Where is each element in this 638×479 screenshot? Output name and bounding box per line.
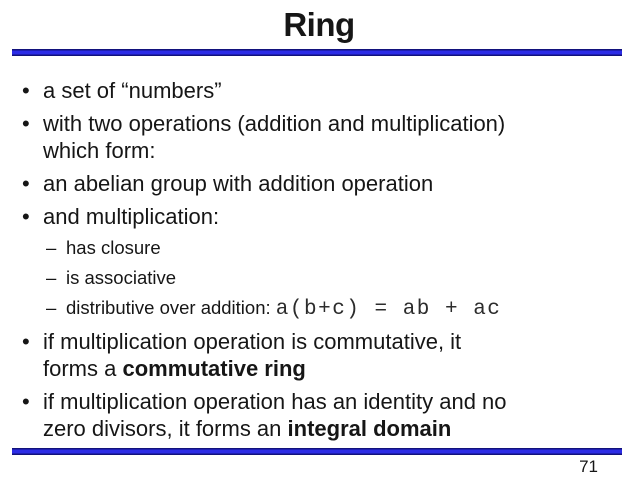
bullet-line: with two operations (addition and multip… xyxy=(43,110,628,137)
bullet-line: which form: xyxy=(43,137,628,164)
bullet-text-segment: integral domain xyxy=(287,416,452,441)
slide-title: Ring xyxy=(283,6,355,43)
bullet-item: • an abelian group with addition operatio… xyxy=(22,170,628,197)
bullet-marker: • xyxy=(22,78,30,103)
bullet-line: has closure xyxy=(66,236,628,259)
bullet-text-segment: a set of “numbers” xyxy=(43,78,222,103)
bullet-line: if multiplication operation is commutati… xyxy=(43,328,628,355)
title-rule xyxy=(12,49,622,56)
dash-marker: – xyxy=(46,297,57,318)
bullet-content: has closure xyxy=(66,236,628,259)
bullet-text-segment: has closure xyxy=(66,237,161,258)
bullet-content: a set of “numbers” xyxy=(43,77,628,104)
bullet-content: is associative xyxy=(66,266,628,289)
bullet-item: –is associative xyxy=(46,266,628,289)
footer-rule xyxy=(12,448,622,455)
bullet-item: • if multiplication operation has an iden… xyxy=(22,388,628,442)
bullet-content: distributive over addition: a(b+c) = ab … xyxy=(66,296,628,321)
bullet-list: • a set of “numbers” • with two operations … xyxy=(22,77,628,442)
bullet-text-segment: distributive over addition: xyxy=(66,297,276,318)
dash-marker: – xyxy=(46,237,57,258)
bullet-item: • if multiplication operation is commutat… xyxy=(22,328,628,382)
bullet-item: • and multiplication: xyxy=(22,203,628,230)
bullet-text-segment: commutative ring xyxy=(122,356,306,381)
bullet-marker: • xyxy=(22,171,30,196)
dash-marker: – xyxy=(46,267,57,288)
bullet-text-segment: an abelian group with addition operation xyxy=(43,171,434,196)
bullet-line: forms a commutative ring xyxy=(43,355,628,382)
bullet-content: with two operations (addition and multip… xyxy=(43,110,628,164)
bullet-line: zero divisors, it forms an integral doma… xyxy=(43,415,628,442)
bullet-item: –distributive over addition: a(b+c) = ab… xyxy=(46,296,628,321)
bullet-marker: • xyxy=(22,111,30,136)
bullet-line: is associative xyxy=(66,266,628,289)
bullet-item: • a set of “numbers” xyxy=(22,77,628,104)
bullet-text-segment: a(b+c) = ab + ac xyxy=(275,298,502,321)
bullet-text-segment: zero divisors, it forms an xyxy=(43,416,288,441)
bullet-line: an abelian group with addition operation xyxy=(43,170,628,197)
bullet-text-segment: if multiplication operation is commutati… xyxy=(43,329,462,354)
bullet-text-segment: which form: xyxy=(43,138,156,163)
bullet-text-segment: with two operations (addition and multip… xyxy=(43,111,506,136)
bullet-content: and multiplication: xyxy=(43,203,628,230)
bullet-text-segment: is associative xyxy=(66,267,177,288)
bullet-content: if multiplication operation is commutati… xyxy=(43,328,628,382)
bullet-content: if multiplication operation has an ident… xyxy=(43,388,628,442)
bullet-text-segment: and multiplication: xyxy=(43,204,220,229)
bullet-line: and multiplication: xyxy=(43,203,628,230)
bullet-marker: • xyxy=(22,329,30,354)
bullet-marker: • xyxy=(22,204,30,229)
bullet-marker: • xyxy=(22,389,30,414)
bullet-line: if multiplication operation has an ident… xyxy=(43,388,628,415)
bullet-item: • with two operations (addition and multi… xyxy=(22,110,628,164)
bullet-content: an abelian group with addition operation xyxy=(43,170,628,197)
page-number: 71 xyxy=(579,457,598,476)
bullet-line: distributive over addition: a(b+c) = ab … xyxy=(66,296,628,321)
bullet-line: a set of “numbers” xyxy=(43,77,628,104)
bullet-text-segment: forms a xyxy=(43,356,123,381)
bullet-item: –has closure xyxy=(46,236,628,259)
bullet-text-segment: if multiplication operation has an ident… xyxy=(43,389,507,414)
